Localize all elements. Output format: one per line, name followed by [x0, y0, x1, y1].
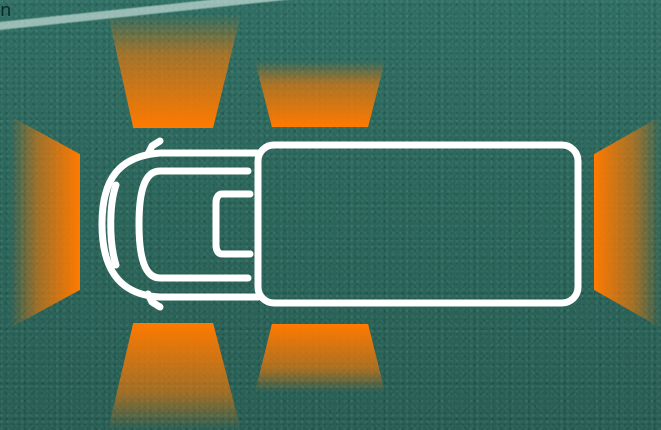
van-cargo-box: [258, 145, 578, 303]
van-front-bumper: [111, 185, 116, 265]
van-windshield: [139, 171, 248, 278]
van-roof-panel: [216, 194, 250, 254]
